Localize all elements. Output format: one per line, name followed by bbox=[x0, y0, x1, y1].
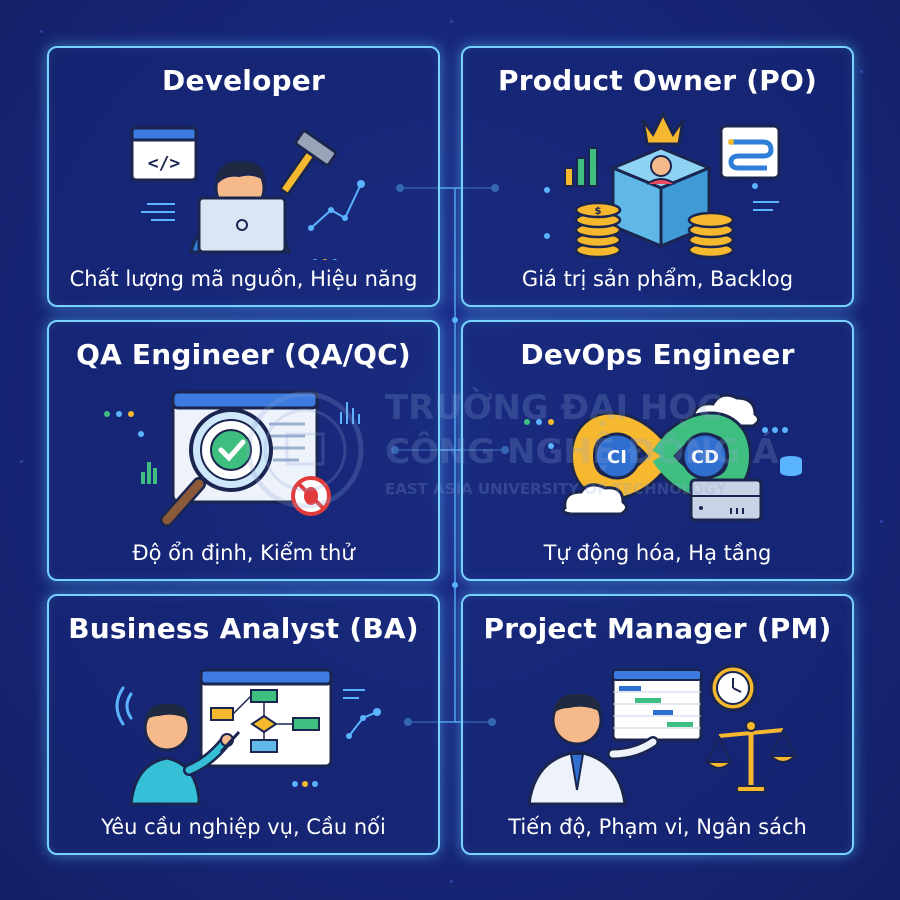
background-dot bbox=[40, 30, 43, 33]
background-dot bbox=[880, 520, 883, 523]
card-developer: Developer </> Chất lượng mã n bbox=[47, 46, 440, 307]
background-dot bbox=[20, 460, 23, 463]
ci-cd-infinity-icon: CI CD bbox=[524, 393, 802, 522]
card-devops-engineer: DevOps Engineer CI CD Tự động hóa, bbox=[461, 320, 854, 581]
card-title: Product Owner (PO) bbox=[498, 64, 817, 97]
card-subtitle: Chất lượng mã nguồn, Hiệu năng bbox=[69, 267, 418, 291]
card-subtitle: Giá trị sản phẩm, Backlog bbox=[521, 267, 794, 291]
product-crown-box-icon: $ bbox=[544, 110, 781, 259]
ci-badge: CI bbox=[607, 447, 627, 468]
card-business-analyst: Business Analyst (BA) bbox=[47, 594, 440, 855]
svg-text:</>: </> bbox=[148, 153, 181, 174]
svg-text:$: $ bbox=[595, 206, 602, 217]
magnifier-check-icon bbox=[104, 390, 360, 527]
card-title: Business Analyst (BA) bbox=[68, 612, 419, 645]
background-dot bbox=[450, 20, 453, 23]
card-qa-engineer: QA Engineer (QA/QC) bbox=[47, 320, 440, 581]
card-subtitle: Yêu cầu nghiệp vụ, Cầu nối bbox=[101, 815, 386, 839]
background-dot bbox=[860, 70, 863, 73]
background-dot bbox=[450, 880, 453, 883]
card-subtitle: Độ ổn định, Kiểm thử bbox=[132, 541, 355, 565]
card-subtitle: Tự động hóa, Hạ tầng bbox=[543, 541, 772, 565]
card-title: Project Manager (PM) bbox=[483, 612, 832, 645]
card-title: QA Engineer (QA/QC) bbox=[76, 338, 411, 371]
developer-laptop-icon: </> bbox=[130, 126, 365, 260]
analyst-flowchart-icon bbox=[115, 668, 381, 806]
card-title: Developer bbox=[162, 64, 325, 97]
cd-badge: CD bbox=[691, 447, 719, 468]
card-product-owner: Product Owner (PO) $ bbox=[461, 46, 854, 307]
card-project-manager: Project Manager (PM) bbox=[461, 594, 854, 855]
manager-gantt-scale-icon bbox=[527, 664, 798, 806]
card-subtitle: Tiến độ, Phạm vi, Ngân sách bbox=[508, 815, 807, 839]
card-title: DevOps Engineer bbox=[520, 338, 795, 371]
